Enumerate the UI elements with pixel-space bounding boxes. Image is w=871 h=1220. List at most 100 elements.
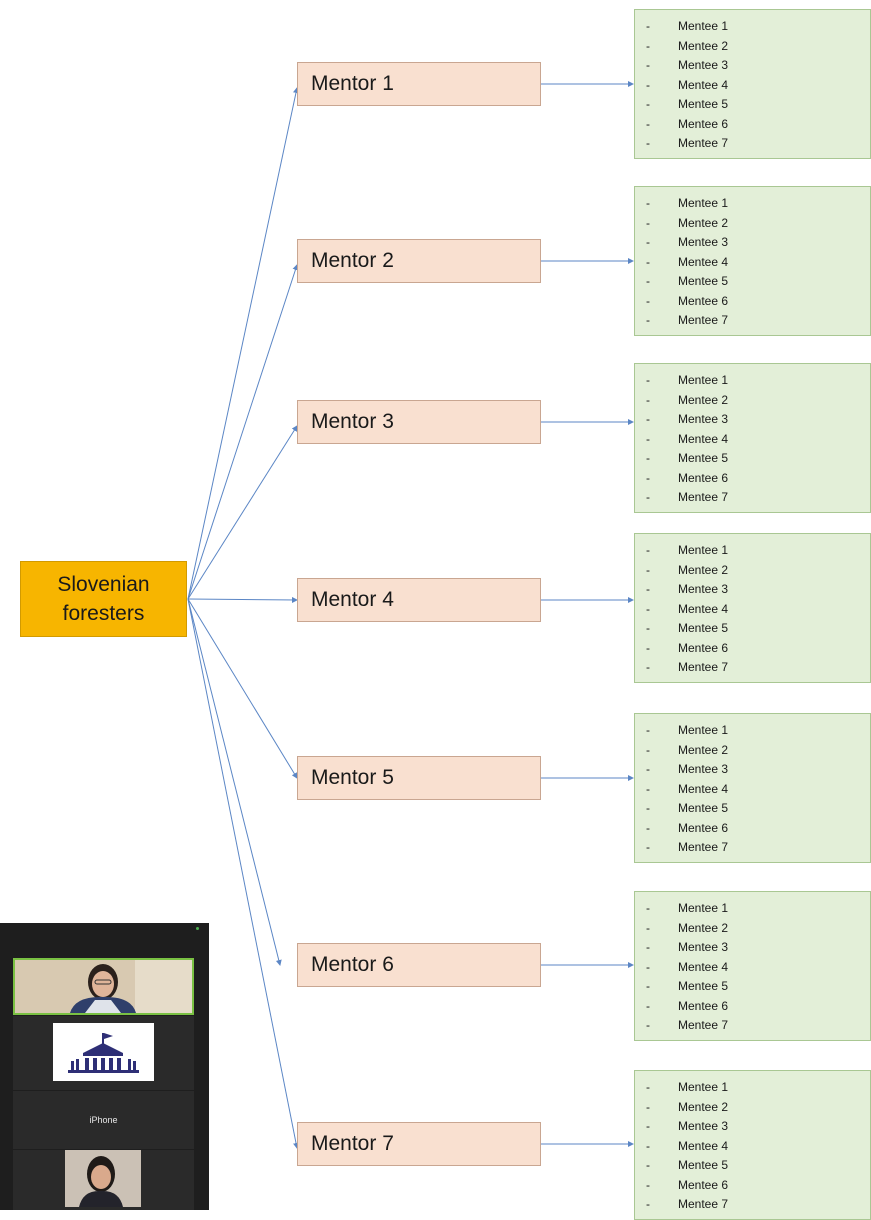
mentee-label: Mentee 5 xyxy=(678,97,729,111)
mentee-item: - Mentee 1 xyxy=(635,371,870,391)
mentee-item: -Mentee 3 xyxy=(635,233,870,253)
mentee-item: -Mentee 2 xyxy=(635,919,870,939)
mentee-label: Mentee 4 xyxy=(678,781,729,796)
mentee-bullet: - xyxy=(646,979,650,993)
mentee-item: - Mentee 2 xyxy=(635,391,870,411)
mentee-list: -Mentee 1-Mentee 2-Mentee 3-Mentee 4-Men… xyxy=(635,721,870,858)
mentee-bullet: - xyxy=(646,412,650,426)
mentor-node: Mentor 4 xyxy=(297,578,541,622)
mentee-bullet: - xyxy=(646,562,650,577)
mentee-list-box: -Mentee 1-Mentee 2-Mentee 3-Mentee 4-Men… xyxy=(634,533,871,683)
mentee-label: Mentee 1 xyxy=(678,19,729,33)
participant-tile-logo[interactable] xyxy=(13,1016,194,1090)
mentee-item: - Mentee 7 xyxy=(635,1195,870,1215)
mentee-bullet: - xyxy=(646,959,650,974)
mentee-bullet: - xyxy=(646,801,650,815)
mentee-bullet: - xyxy=(646,254,650,269)
mentee-list: -Mentee 1-Mentee 2-Mentee 3-Mentee 4-Men… xyxy=(635,541,870,678)
mentee-bullet: - xyxy=(646,1138,650,1153)
mentee-list: -Mentee 1-Mentee 2-Mentee 3-Mentee 4-Men… xyxy=(635,194,870,331)
mentee-connectors xyxy=(541,81,634,1147)
video-call-panel: iPhone xyxy=(0,923,209,1210)
participant-tile-name[interactable]: iPhone xyxy=(13,1091,194,1149)
mentee-item: -Mentee 3 xyxy=(635,56,870,76)
mentee-item: -Mentee 3 xyxy=(635,760,870,780)
mentee-bullet: - xyxy=(646,1080,650,1094)
root-connectors xyxy=(187,87,299,1149)
mentee-item: - Mentee 4 xyxy=(635,253,870,273)
mentee-bullet: - xyxy=(646,431,650,446)
mentee-list: -Mentee 1-Mentee 2-Mentee 3-Mentee 4-Men… xyxy=(635,17,870,154)
mentee-label: Mentee 4 xyxy=(678,254,729,269)
mentee-bullet: - xyxy=(646,582,650,596)
mentee-bullet: - xyxy=(646,392,650,407)
mentee-bullet: - xyxy=(646,601,650,616)
mentee-item: -Mentee 6 xyxy=(635,292,870,312)
mentee-label: Mentee 2 xyxy=(678,38,729,53)
mentee-item: -Mentee 2 xyxy=(635,214,870,234)
participant-tile-active-speaker[interactable] xyxy=(13,958,194,1015)
mentee-list-box: -Mentee 1-Mentee 2-Mentee 3-Mentee 4-Men… xyxy=(634,891,871,1041)
mentee-label: Mentee 5 xyxy=(678,801,729,815)
mentee-label: Mentee 1 xyxy=(678,373,729,387)
mentee-bullet: - xyxy=(646,660,650,674)
mentee-list-box: -Mentee 1-Mentee 2-Mentee 3-Mentee 4-Men… xyxy=(634,9,871,159)
mentee-bullet: - xyxy=(646,1119,650,1133)
mentee-label: Mentee 1 xyxy=(678,723,729,737)
mentee-list-box: -Mentee 1-Mentee 2-Mentee 3-Mentee 4-Men… xyxy=(634,1070,871,1220)
mentee-label: Mentee 7 xyxy=(678,490,729,504)
mentee-list: -Mentee 1-Mentee 2-Mentee 3-Mentee 4-Men… xyxy=(635,371,870,508)
mentee-bullet: - xyxy=(646,215,650,230)
root-node: Slovenian foresters xyxy=(20,561,187,637)
mentee-label: Mentee 7 xyxy=(678,840,729,854)
mentee-bullet: - xyxy=(646,451,650,465)
mentor-node: Mentor 1 xyxy=(297,62,541,106)
mentee-bullet: - xyxy=(646,1197,650,1211)
mentee-label: Mentee 7 xyxy=(678,1018,729,1032)
mentee-bullet: - xyxy=(646,1177,650,1192)
mentee-item: -Mentee 3 xyxy=(635,938,870,958)
root-to-mentor-arrow xyxy=(187,598,299,1149)
mentee-label: Mentee 4 xyxy=(678,431,729,446)
mentee-item: -Mentee 1 xyxy=(635,899,870,919)
mentee-label: Mentee 3 xyxy=(678,582,729,596)
mentee-list-box: -Mentee 1-Mentee 2-Mentee 3-Mentee 4-Men… xyxy=(634,363,871,513)
institution-logo-icon xyxy=(68,1033,139,1073)
mentor-label: Mentor 4 xyxy=(311,588,394,611)
mentee-label: Mentee 4 xyxy=(678,1138,729,1153)
mentee-label: Mentee 2 xyxy=(678,1099,729,1114)
mentee-label: Mentee 2 xyxy=(678,392,729,407)
mentee-bullet: - xyxy=(646,543,650,557)
mentee-label: Mentee 5 xyxy=(678,451,729,465)
participant-tile-video[interactable] xyxy=(13,1150,194,1210)
mentee-item: - Mentee 6 xyxy=(635,639,870,659)
mentee-label: Mentee 7 xyxy=(678,1197,729,1211)
participant-video-icon xyxy=(65,1150,141,1207)
mentor-label: Mentor 5 xyxy=(311,766,394,789)
root-to-mentor-arrow xyxy=(187,264,299,600)
mentee-item: -Mentee 6 xyxy=(635,115,870,135)
mentee-label: Mentee 2 xyxy=(678,562,729,577)
status-dot xyxy=(196,927,199,930)
mentee-item: - Mentee 2 xyxy=(635,561,870,581)
mentee-bullet: - xyxy=(646,1099,650,1114)
mentee-bullet: - xyxy=(646,470,650,485)
mentee-item: -Mentee 7 xyxy=(635,311,870,331)
mentee-bullet: - xyxy=(646,1158,650,1172)
mentee-label: Mentee 6 xyxy=(678,640,729,655)
mentor-label: Mentor 3 xyxy=(311,410,394,433)
mentee-label: Mentee 7 xyxy=(678,313,729,327)
mentee-label: Mentee 4 xyxy=(678,77,729,92)
participant-thumbnail xyxy=(65,1150,141,1207)
mentee-item: -Mentee 7 xyxy=(635,134,870,154)
mentee-item: -Mentee 2 xyxy=(635,741,870,761)
mentee-bullet: - xyxy=(646,77,650,92)
mentee-bullet: - xyxy=(646,640,650,655)
mentee-label: Mentee 6 xyxy=(678,470,729,485)
mentee-bullet: - xyxy=(646,373,650,387)
mentee-item: -Mentee 7 xyxy=(635,1016,870,1036)
mentee-list-box: -Mentee 1-Mentee 2-Mentee 3-Mentee 4-Men… xyxy=(634,186,871,336)
mentee-list: -Mentee 1-Mentee 2-Mentee 3-Mentee 4-Men… xyxy=(635,899,870,1036)
mentee-label: Mentee 1 xyxy=(678,901,729,915)
mentee-label: Mentee 1 xyxy=(678,196,729,210)
